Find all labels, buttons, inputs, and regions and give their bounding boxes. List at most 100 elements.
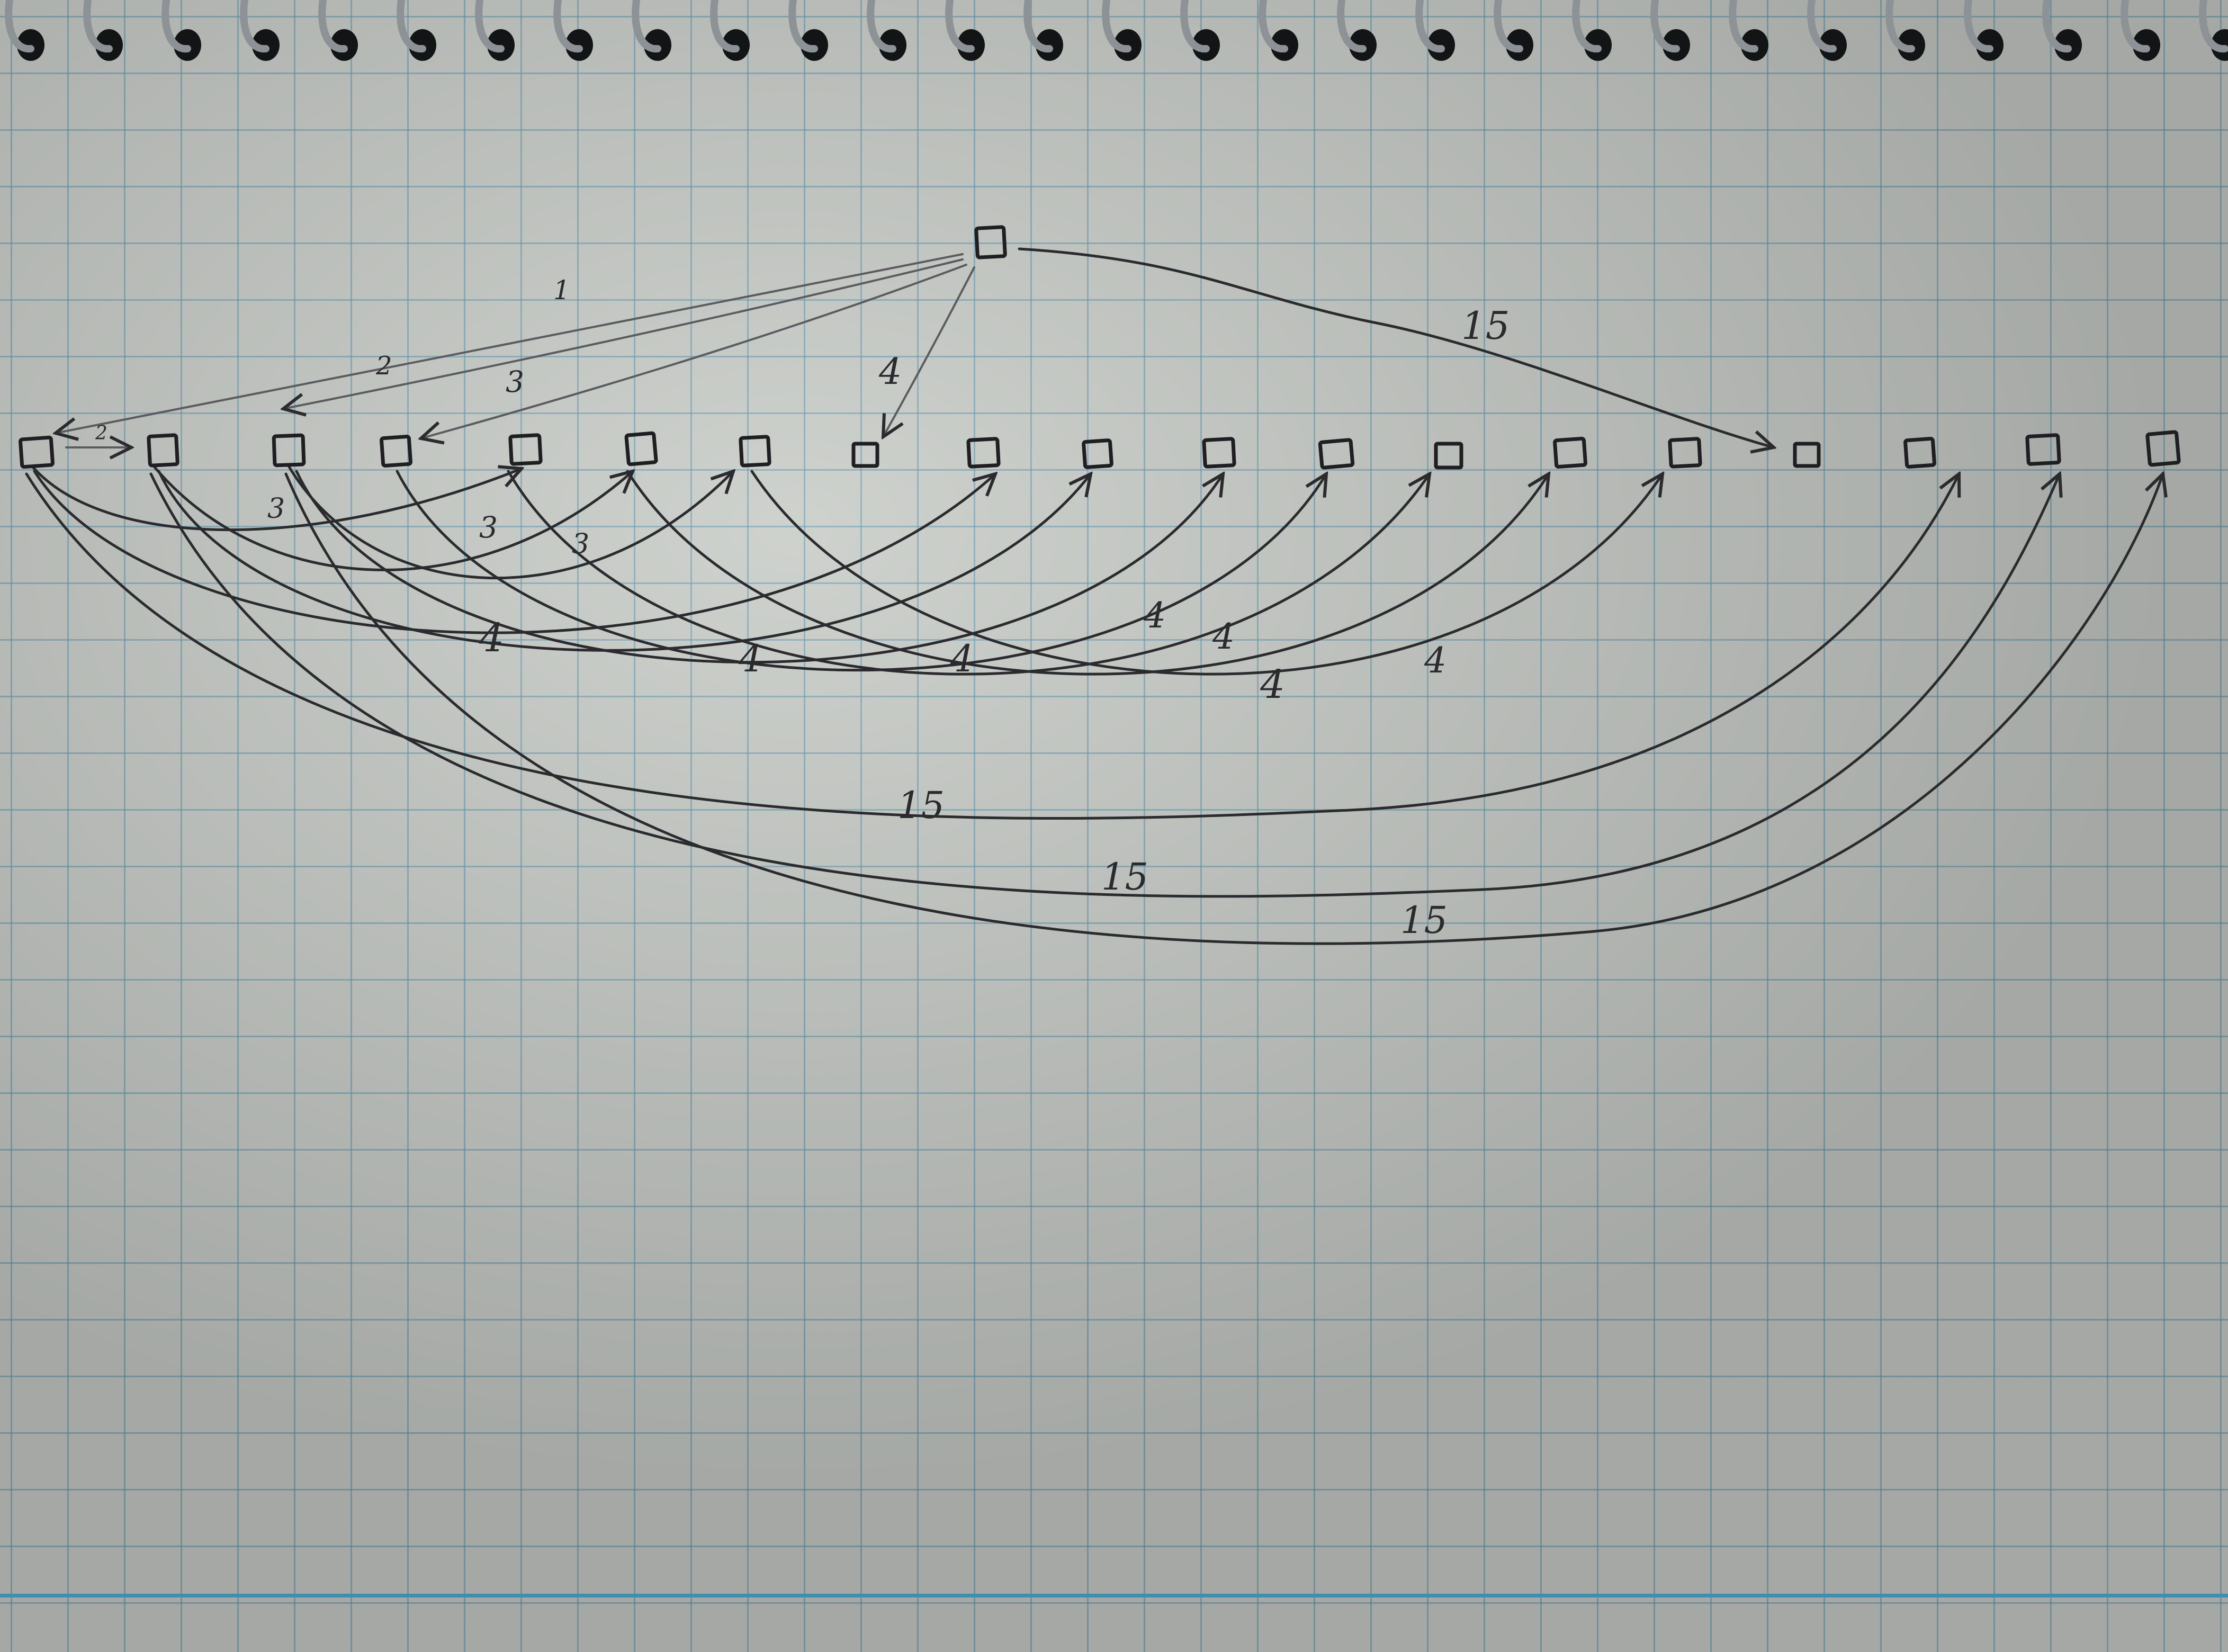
label-n4-n12: 4 (1143, 595, 1166, 636)
label-top-n8: 4 (878, 351, 902, 393)
binding-ring (1572, 0, 1602, 53)
binding-hole (1349, 29, 1377, 61)
binding-ring (1415, 0, 1445, 53)
node-n3 (272, 433, 306, 468)
node-n19 (2145, 430, 2181, 467)
binding-ring (2042, 0, 2072, 53)
binding-ring (2199, 0, 2228, 53)
node-n17 (1903, 437, 1936, 469)
binding-hole (95, 29, 123, 61)
node-n12 (1318, 438, 1355, 470)
edge-n2-n18 (149, 474, 2060, 898)
binding-ring (83, 0, 113, 53)
edge-top-n4 (421, 264, 967, 438)
binding-ring (1259, 0, 1288, 53)
label-top-n1: 1 (553, 275, 570, 306)
edge-top-n16 (1018, 247, 1774, 447)
label-n1-n17: 15 (897, 784, 945, 827)
binding-ring (1729, 0, 1758, 53)
node-top (974, 225, 1007, 259)
node-n18 (2025, 433, 2061, 466)
label-n1-n5: 3 (267, 493, 285, 525)
node-n16 (1793, 442, 1821, 468)
node-n8 (851, 442, 879, 468)
edge-n3-n7 (287, 464, 733, 580)
edge-n1-n9 (33, 470, 995, 634)
label-top-n4: 3 (506, 365, 524, 399)
binding-ring (1650, 0, 1680, 53)
label-n3-n7: 3 (572, 528, 589, 560)
binding-hole (487, 29, 515, 61)
label-n1-n9: 4 (479, 615, 504, 661)
label-n2-n18: 15 (1101, 855, 1148, 899)
binding-ring (161, 0, 191, 53)
binding-hole (644, 29, 671, 61)
edge-n2-n10 (157, 470, 1091, 652)
label-n3-n19: 15 (1400, 899, 1448, 942)
binding-hole (565, 29, 593, 61)
binding-hole (1114, 29, 1142, 61)
binding-hole (957, 29, 985, 61)
binding-ring (867, 0, 896, 53)
edge-n6-n14 (626, 470, 1549, 676)
label-n7-n15: 4 (1424, 640, 1447, 681)
binding-hole (2054, 29, 2082, 61)
binding-ring (553, 0, 583, 53)
binding-ring (710, 0, 740, 53)
binding-hole (409, 29, 436, 61)
binding-hole (1976, 29, 2004, 61)
node-n10 (1082, 438, 1113, 469)
edge-n4-n12 (396, 470, 1326, 672)
binding-hole (1663, 29, 1690, 61)
binding-ring (1023, 0, 1053, 53)
binding-ring (1885, 0, 1915, 53)
node-n5 (508, 433, 543, 466)
node-n14 (1553, 436, 1587, 469)
node-n6 (624, 431, 658, 466)
binding-ring (1180, 0, 1210, 53)
binding-hole (252, 29, 280, 61)
edge-n5-n13 (507, 470, 1430, 676)
binding-hole (174, 29, 201, 61)
edge-n7-n15 (750, 470, 1663, 676)
edge-top-n3 (283, 258, 964, 409)
label-n6-n14: 4 (1260, 662, 1285, 707)
binding-hole (801, 29, 828, 61)
binding-ring (318, 0, 348, 53)
binding-hole (17, 29, 44, 61)
label-n3-n11: 4 (950, 637, 974, 680)
binding-ring (475, 0, 505, 53)
node-n7 (739, 435, 771, 468)
binding-ring (397, 0, 426, 53)
label-n2-n6: 3 (479, 510, 498, 544)
edge-n2-n6 (152, 464, 633, 571)
spiral-binding (5, 0, 2228, 61)
label-top-n3: 2 (375, 351, 392, 381)
binding-ring (788, 0, 818, 53)
binding-ring (945, 0, 975, 53)
binding-ring (1807, 0, 1837, 53)
label-top-n16: 15 (1461, 303, 1510, 348)
label-n2-n10: 4 (738, 637, 762, 680)
node-n1 (19, 435, 55, 469)
node-n15 (1668, 437, 1702, 469)
binding-ring (240, 0, 269, 53)
node-n4 (380, 435, 412, 468)
edge-top-n1 (56, 253, 964, 433)
binding-ring (1494, 0, 1523, 53)
binding-ring (632, 0, 661, 53)
label-n5-n13: 4 (1212, 616, 1235, 657)
page-bottom-edge (0, 1594, 2228, 1597)
binding-ring (5, 0, 34, 53)
edge-n1-n17 (25, 474, 1959, 820)
node-n9 (966, 437, 1001, 469)
binding-ring (1102, 0, 1131, 53)
node-n2 (147, 433, 179, 468)
edge-n3-n19 (284, 474, 2163, 945)
edge-top-n8 (883, 266, 975, 437)
node-n11 (1202, 437, 1236, 469)
label-n1-n2: 2 (95, 423, 107, 444)
binding-ring (1337, 0, 1367, 53)
